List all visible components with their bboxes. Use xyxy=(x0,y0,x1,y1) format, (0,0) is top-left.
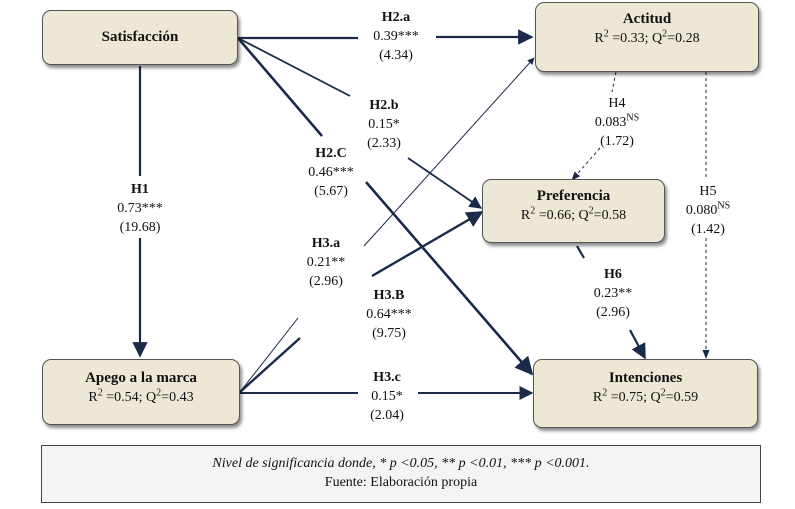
label-h4-coef: 0.083NS xyxy=(595,113,639,132)
label-h6: H6 0.23** (2.96) xyxy=(594,265,633,322)
label-h2c: H2.C 0.46*** (5.67) xyxy=(308,144,354,201)
label-h1-coef: 0.73*** xyxy=(117,201,163,216)
label-h6-name: H6 xyxy=(604,267,622,282)
label-h2a-t: (4.34) xyxy=(379,48,413,63)
r2-symbol: R xyxy=(594,31,604,46)
label-h3a: H3.a 0.21** (2.96) xyxy=(307,234,346,291)
edge-h6 xyxy=(576,245,585,259)
label-h3a-coef: 0.21** xyxy=(306,255,346,270)
edge-h4-b xyxy=(571,147,601,181)
node-intenciones-title: Intenciones xyxy=(608,370,683,386)
node-actitud-title: Actitud xyxy=(622,11,672,27)
edge-h6-b xyxy=(629,329,646,360)
label-h1-t: (19.68) xyxy=(119,220,161,235)
r2-superscript: 2 xyxy=(603,28,609,40)
edge-h3a xyxy=(239,317,299,393)
r2-symbol: R xyxy=(592,390,603,405)
label-h5-coef-sup: NS xyxy=(717,200,731,212)
label-h5-t: (1.42) xyxy=(691,222,725,237)
node-preferencia-title: Preferencia xyxy=(536,188,611,204)
label-h2a: H2.a 0.39*** (4.34) xyxy=(373,8,419,65)
label-h2b-t: (2.33) xyxy=(367,136,401,151)
label-h4-t: (1.72) xyxy=(600,134,634,149)
r2-value: =0.75; Q xyxy=(607,390,661,405)
r2-value: =0.33; Q xyxy=(608,31,663,46)
edge-h3b-b xyxy=(371,210,484,278)
node-actitud: Actitud R2 =0.33; Q2=0.28 xyxy=(535,2,759,72)
edge-h3b xyxy=(239,337,301,393)
q2-value: =0.43 xyxy=(161,390,194,405)
node-apego-title: Apego a la marca xyxy=(85,370,197,386)
node-actitud-stats: R2 =0.33; Q2=0.28 xyxy=(536,28,758,47)
label-h5: H5 0.080NS (1.42) xyxy=(686,182,730,239)
q2-superscript: 2 xyxy=(662,28,668,40)
edge-h3a-b xyxy=(363,57,535,247)
q2-superscript: 2 xyxy=(588,205,594,217)
edge-h4 xyxy=(611,71,617,93)
r2-symbol: R xyxy=(520,208,531,223)
node-intenciones: Intenciones R2 =0.75; Q2=0.59 xyxy=(533,359,758,428)
label-h3c: H3.c 0.15* (2.04) xyxy=(370,368,404,425)
q2-value: =0.28 xyxy=(667,31,700,46)
r2-superscript: 2 xyxy=(530,205,536,217)
q2-superscript: 2 xyxy=(156,387,162,399)
node-satisfaccion: Satisfacción xyxy=(42,10,238,65)
label-h5-name: H5 xyxy=(699,184,717,199)
label-h6-coef: 0.23** xyxy=(593,286,633,301)
node-preferencia: Preferencia R2 =0.66; Q2=0.58 xyxy=(482,179,665,243)
label-h2b: H2.b 0.15* (2.33) xyxy=(367,96,401,153)
label-h3b-t: (9.75) xyxy=(372,326,406,341)
label-h2a-name: H2.a xyxy=(381,10,411,25)
node-apego-stats: R2 =0.54; Q2=0.43 xyxy=(43,387,239,406)
source-text: Fuente: Elaboración propia xyxy=(324,475,478,490)
label-h2b-coef: 0.15* xyxy=(368,117,400,132)
label-h2c-t: (5.67) xyxy=(314,184,348,199)
r2-value: =0.66; Q xyxy=(535,208,589,223)
r2-value: =0.54; Q xyxy=(102,390,157,405)
label-h3c-name: H3.c xyxy=(373,370,401,385)
label-h4-coef-value: 0.083 xyxy=(594,115,627,130)
q2-value: =0.58 xyxy=(593,208,627,223)
label-h3a-t: (2.96) xyxy=(309,274,343,289)
label-h3b-coef: 0.64*** xyxy=(366,307,412,322)
label-h1-name: H1 xyxy=(131,182,149,197)
label-h3c-coef: 0.15* xyxy=(371,389,403,404)
significance-note: Nivel de significancia donde, * p <0.05,… xyxy=(41,445,761,503)
label-h3b-name: H3.B xyxy=(373,288,405,303)
label-h1: H1 0.73*** (19.68) xyxy=(117,180,163,237)
label-h3c-t: (2.04) xyxy=(370,408,404,423)
q2-superscript: 2 xyxy=(660,387,666,399)
edge-h2c-b xyxy=(365,181,534,376)
node-preferencia-stats: R2 =0.66; Q2=0.58 xyxy=(483,205,664,224)
node-intenciones-stats: R2 =0.75; Q2=0.59 xyxy=(534,387,757,406)
q2-value: =0.59 xyxy=(665,390,699,405)
r2-superscript: 2 xyxy=(97,387,103,399)
label-h2c-name: H2.C xyxy=(315,146,347,161)
r2-symbol: R xyxy=(88,390,98,405)
label-h4-coef-sup: NS xyxy=(626,112,640,124)
label-h4-name: H4 xyxy=(608,96,626,111)
label-h2b-name: H2.b xyxy=(369,98,399,113)
label-h2c-coef: 0.46*** xyxy=(308,165,354,180)
label-h5-coef-value: 0.080 xyxy=(685,203,718,218)
edge-h2b xyxy=(237,37,351,97)
significance-text: Nivel de significancia donde, * p <0.05,… xyxy=(212,456,590,471)
node-apego: Apego a la marca R2 =0.54; Q2=0.43 xyxy=(42,359,240,425)
r2-superscript: 2 xyxy=(602,387,608,399)
node-satisfaccion-title: Satisfacción xyxy=(101,29,179,45)
edge-h2b-b xyxy=(407,157,483,209)
label-h3a-name: H3.a xyxy=(311,236,341,251)
label-h6-t: (2.96) xyxy=(596,305,630,320)
label-h3b: H3.B 0.64*** (9.75) xyxy=(366,286,412,343)
label-h4: H4 0.083NS (1.72) xyxy=(595,94,639,151)
edge-h2c xyxy=(237,37,323,137)
label-h2a-coef: 0.39*** xyxy=(373,29,419,44)
label-h5-coef: 0.080NS xyxy=(686,201,730,220)
